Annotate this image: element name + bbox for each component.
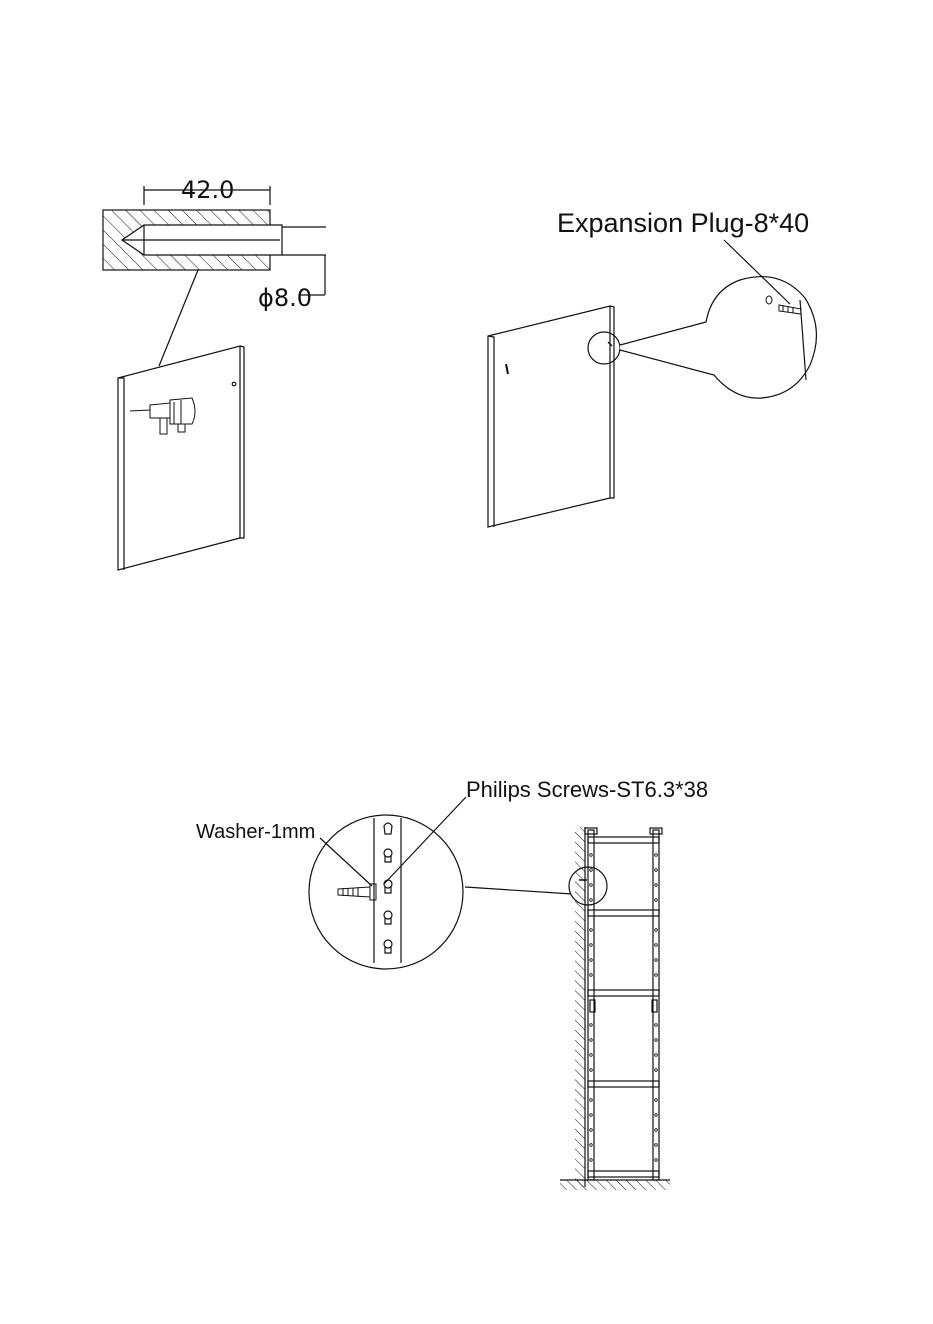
wall-panel-2 <box>488 306 614 527</box>
dim-depth-label: 42.0 <box>181 176 234 204</box>
step3-screw-detail: Philips Screws-ST6.3*38 Washer-1mm <box>196 777 708 1190</box>
magnifier-circle-large <box>309 815 463 969</box>
wall-section-hatch <box>103 210 282 270</box>
step2-plug-detail: Expansion Plug-8*40 <box>488 208 816 527</box>
dim-diameter-label: ϕ8.0 <box>258 284 312 312</box>
philips-screw-label: Philips Screws-ST6.3*38 <box>466 777 708 802</box>
floor-hatch <box>560 1180 670 1190</box>
step1-drill-detail: 42.0 ϕ8.0 <box>103 176 326 570</box>
wall-panel-1 <box>118 346 244 570</box>
magnifier-callout <box>620 277 816 399</box>
wall-hatch <box>575 827 585 1187</box>
expansion-plug-label: Expansion Plug-8*40 <box>557 208 809 238</box>
washer-label: Washer-1mm <box>196 821 315 843</box>
rack-leader <box>465 887 572 894</box>
leader-line <box>159 270 198 366</box>
